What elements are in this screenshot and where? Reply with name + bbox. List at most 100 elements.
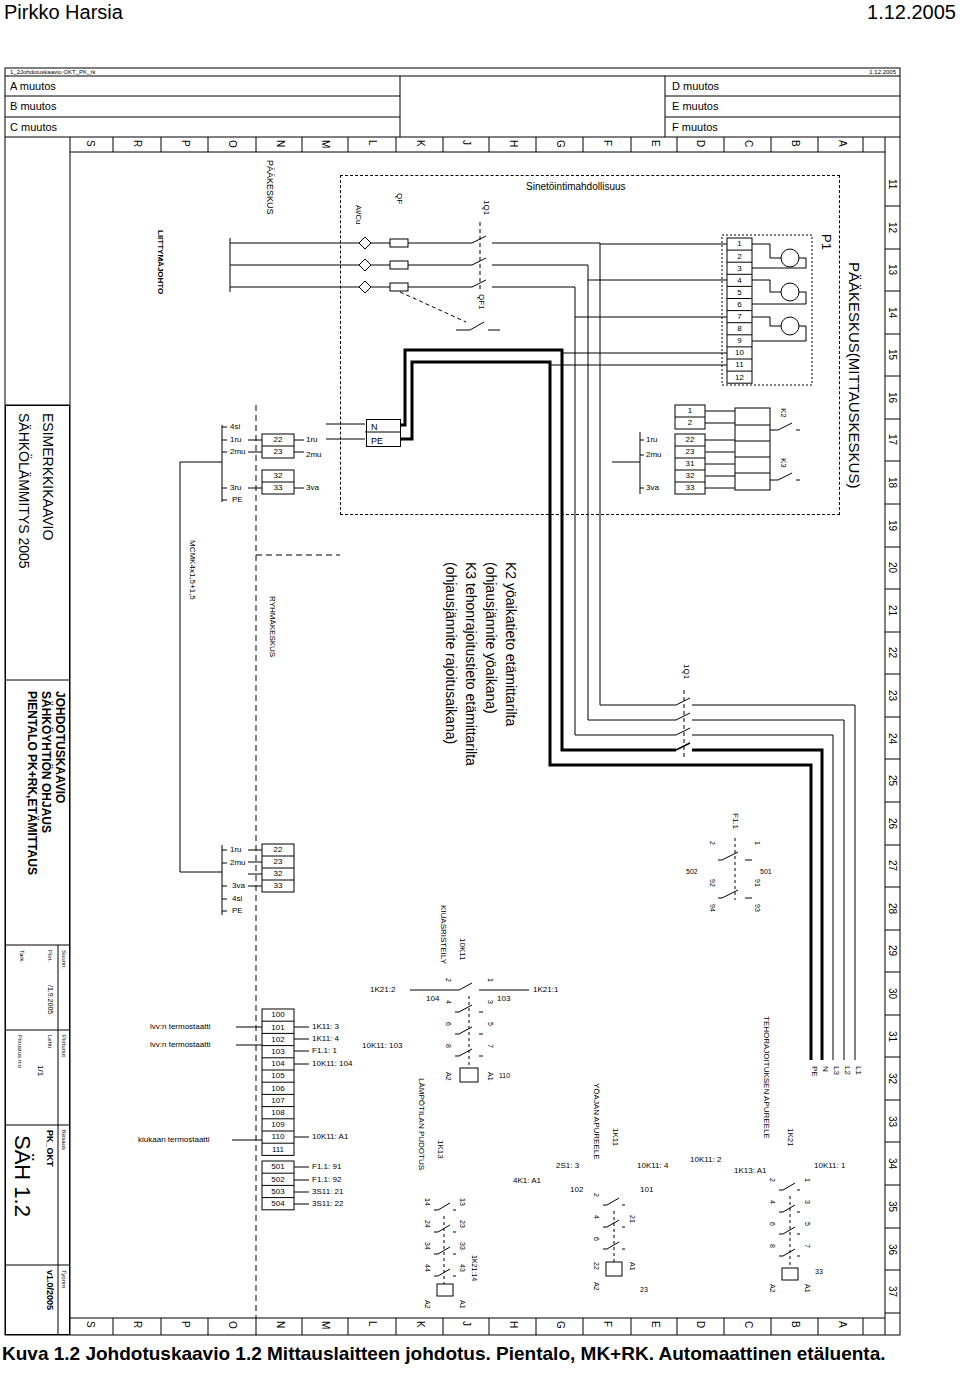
component-label: 1K21 [785, 1128, 794, 1147]
contact-number: 4 [768, 1200, 776, 1204]
component-label: QF [394, 193, 403, 204]
contact-number: 2 [592, 1193, 600, 1197]
wire-number: 101 [640, 1185, 653, 1194]
terminal-box: NPE [366, 419, 401, 447]
terminal-number: 103 [271, 1047, 284, 1056]
group-center-wires [262, 844, 294, 892]
meter-terminals [550, 244, 727, 365]
reference-label: 2S1: 3 [556, 1161, 579, 1170]
supply-wires [230, 280, 833, 1060]
note-text: lvv:n termostaatti [150, 1022, 210, 1031]
grid-letter: A [836, 140, 848, 147]
terminal-number: 100 [271, 1010, 284, 1019]
switch-contact [676, 743, 690, 750]
grid-letter: H [507, 1321, 519, 1328]
meter-terminals [612, 432, 644, 494]
group-center-wires [180, 405, 400, 1318]
component-label: TEHORAJOITUKSEN APUREELE [761, 1016, 770, 1139]
component-label: LÄMPÖTILAN PUDOTUS [416, 1078, 425, 1170]
contact-number: 44 [423, 1264, 431, 1272]
contact-number: 93 [753, 904, 761, 912]
contact-number: 6 [444, 1022, 452, 1026]
grid-letter: S [84, 1321, 96, 1328]
relay-contacts [614, 1211, 615, 1262]
terminal-number: 107 [271, 1096, 284, 1105]
bus-label: L2 [842, 1066, 851, 1075]
terminal-number: 22 [274, 845, 283, 854]
terminal-number: 5 [737, 288, 741, 297]
drawing-frame [5, 68, 900, 1335]
group-center-wires [180, 462, 222, 872]
wire-label: 2mu [306, 450, 322, 459]
terminal-number: 32 [274, 869, 283, 878]
contact-number: 5 [486, 1022, 494, 1026]
grid-letter: M [319, 140, 331, 148]
relay-contacts [410, 983, 529, 990]
component-label: KIUASRISTEILY [438, 905, 447, 964]
grid-letter: S [84, 140, 96, 147]
terminal-number: 101 [271, 1023, 284, 1032]
group-center-wires [262, 856, 294, 880]
meter-terminals [722, 235, 812, 385]
relay-contacts [782, 1268, 798, 1280]
reference-label: 10K11: A1 [312, 1132, 348, 1141]
file-name: 1_2Johdotuskaavio OKT_PK_rk [10, 69, 95, 76]
contact-number: 2 [444, 978, 452, 982]
wire-label: 2mu [230, 447, 246, 456]
reference-label: F1.1: 1 [312, 1046, 337, 1055]
terminal-number: 105 [271, 1071, 284, 1080]
terminal-number: 2 [737, 252, 741, 261]
component-label: Al/Cu [353, 205, 362, 225]
contact-number: 6 [592, 1237, 600, 1241]
cable-label: LIITTYMÄJOHTO [155, 230, 164, 294]
wire-label: 1ru [230, 435, 242, 444]
reference-label: 10K11: 103 [362, 1041, 402, 1050]
grid-number: 16 [886, 392, 898, 403]
component-label: K3 [778, 458, 787, 468]
meter-terminals [752, 244, 806, 341]
title-field: Tark. [19, 950, 26, 963]
node-text: PIENTALO PK+RK,ETÄMITTAUS [24, 691, 38, 875]
terminal-number: 23 [686, 447, 695, 456]
grid-letter: J [460, 140, 472, 145]
grid-number: 19 [886, 520, 898, 531]
contact-number: 14 [423, 1198, 431, 1206]
contact-number: 5 [803, 1222, 811, 1226]
file-date: 1.12.2005 [869, 69, 896, 76]
grid-number: 11 [886, 179, 898, 189]
grid-letter: M [319, 1321, 331, 1329]
drawing-frame [5, 76, 900, 1335]
grid-number: 13 [886, 264, 898, 275]
group-center-wires [222, 425, 227, 502]
terminal-number: 22 [686, 435, 695, 444]
terminal-number: 11 [735, 360, 743, 369]
supply-wires [390, 261, 408, 269]
contact-number: 501 [760, 868, 772, 876]
reference-label: 1K21:2 [370, 985, 395, 994]
note-text: (ohjausjännite yöaikana) [483, 562, 499, 714]
group-center-wires [232, 1027, 262, 1140]
meter-terminals [727, 238, 752, 383]
wire-number: 103 [497, 994, 510, 1003]
component-label: QF1 [476, 294, 485, 310]
reference-label: 1K21:1 [533, 985, 558, 994]
contact-number: 21 [628, 1215, 636, 1223]
supply-wires [480, 222, 684, 760]
header-text: Pirkko Harsia [4, 1, 123, 24]
grid-number: 29 [886, 945, 898, 956]
contact-number: 24 [423, 1220, 431, 1228]
contact-number: 8 [444, 1044, 452, 1048]
wire-label: PE [232, 906, 243, 915]
terminal-number: 23 [274, 857, 283, 866]
contact-number: 91 [753, 879, 761, 887]
terminal-number: 1 [737, 239, 741, 248]
contact-number: 1 [803, 1178, 811, 1182]
group-center-wires [262, 434, 294, 458]
grid-number: 26 [886, 818, 898, 829]
terminal-number: 10 [735, 348, 744, 357]
wire-number: 23 [640, 1286, 648, 1294]
title-field: 1/1 [35, 1065, 44, 1076]
title-field: /1.9.2005 [46, 985, 54, 1014]
contact-number: 92 [708, 879, 716, 887]
